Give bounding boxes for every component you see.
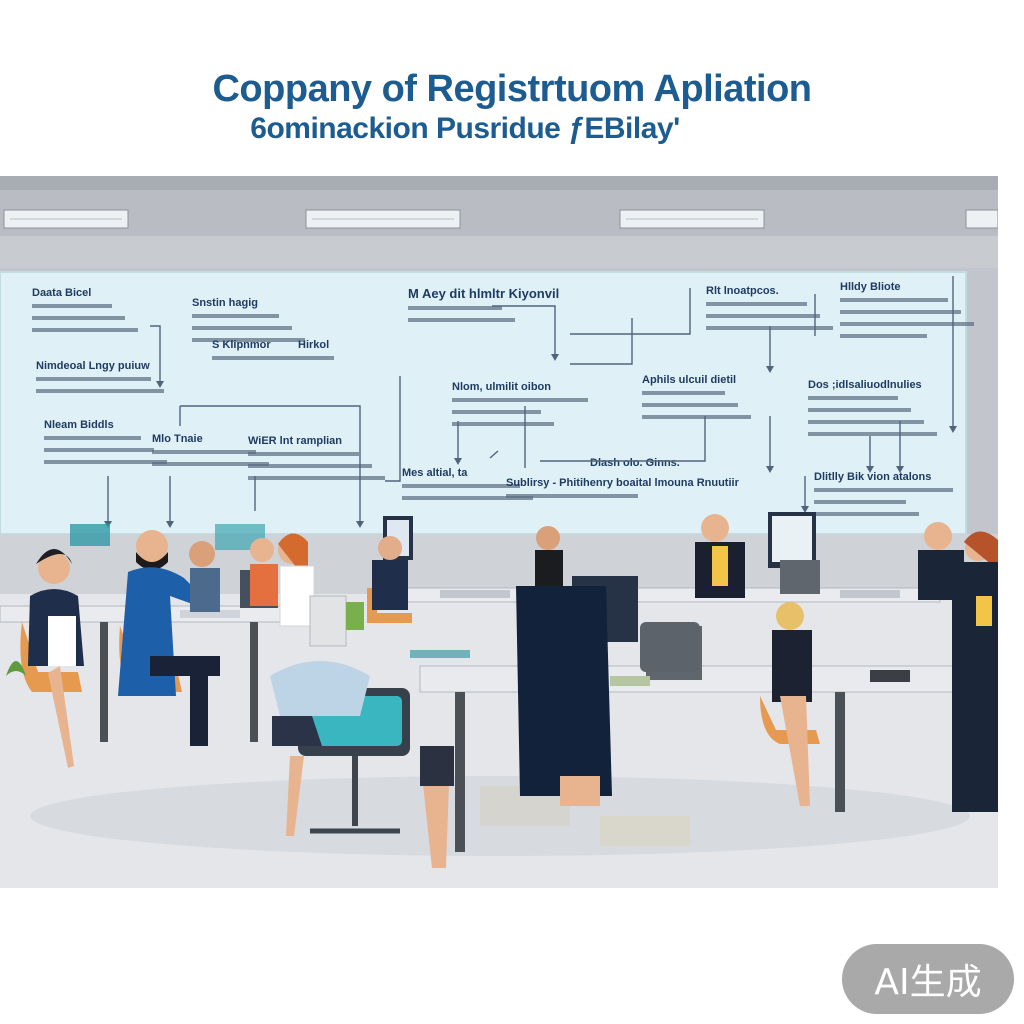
whiteboard-scribble-line [44, 448, 154, 452]
whiteboard-scribble-line [32, 304, 112, 308]
whiteboard-scribble-line [408, 318, 515, 322]
ceiling-lights [3, 209, 998, 229]
whiteboard-scribble-line [36, 389, 164, 393]
whiteboard-heading: Nimdeoal Lngy puiuw [36, 360, 150, 372]
whiteboard-scribble-line [402, 484, 520, 488]
whiteboard-scribble-line [44, 460, 167, 464]
whiteboard-scribble-line [192, 314, 279, 318]
standing-person-center [516, 586, 612, 796]
whiteboard-scribble-line [192, 326, 292, 330]
whiteboard-scribble-line [36, 377, 151, 381]
whiteboard-scribble-line [452, 410, 541, 414]
whiteboard-scribble-line [212, 356, 334, 360]
whiteboard-scribble-line [248, 452, 359, 456]
whiteboard-heading: Rlt lnoatpcos. [706, 285, 779, 297]
whiteboard-heading: Daata Bicel [32, 287, 91, 299]
whiteboard-scribble-line [808, 408, 911, 412]
whiteboard-scribble-line [32, 316, 125, 320]
ai-generated-badge: AI生成 [842, 944, 1014, 1014]
whiteboard-note: Aphils ulcuil dietil [642, 374, 751, 419]
whiteboard-note: Mes altial, ta [402, 467, 533, 500]
whiteboard-scribble-line [840, 322, 974, 326]
whiteboard-scribble-line [642, 391, 725, 395]
whiteboard-scribble-line [814, 512, 919, 516]
whiteboard-scribble-line [642, 415, 751, 419]
whiteboard-heading: Dlitlly Bik vion atalons [814, 471, 931, 483]
whiteboard-note: Dlitlly Bik vion atalons [814, 471, 953, 516]
whiteboard-heading: Dlash olo. Ginns. [590, 457, 680, 469]
whiteboard-scribble-line [808, 420, 924, 424]
whiteboard-heading: WiER lnt ramplian [248, 435, 342, 447]
whiteboard-scribble-line [44, 436, 141, 440]
whiteboard-heading: Hirkol [298, 339, 329, 351]
whiteboard-note: Mlo Tnaie [152, 433, 269, 466]
whiteboard-scribble-line [840, 334, 927, 338]
whiteboard-scribble-line [408, 306, 502, 310]
whiteboard-scribble-line [192, 338, 305, 342]
whiteboard-heading: Sublirsy - Phitihenry boaital lmouna Rnu… [506, 477, 740, 489]
whiteboard-note: Snstin hagig [192, 297, 305, 342]
whiteboard-scribble-line [452, 398, 588, 402]
whiteboard-scribble-line [840, 298, 948, 302]
whiteboard-note: Nimdeoal Lngy puiuw [36, 360, 164, 393]
headline-line-2: 6ominackion Pusridue ƒEBilay' [250, 112, 680, 145]
whiteboard-heading: Hlldy Bliote [840, 281, 901, 293]
whiteboard-scribble-line [402, 496, 533, 500]
whiteboard-note: Dlash olo. Ginns. [590, 457, 680, 469]
whiteboard-heading: M Aey dit hlmltr Kiyonvil [408, 286, 559, 301]
whiteboard-scribble-line [706, 314, 820, 318]
whiteboard-scribble-line [152, 462, 269, 466]
whiteboard-heading: S Klipnmor [212, 339, 271, 351]
headline-line-1: Coppany of Registrtuom Apliation [212, 68, 812, 110]
whiteboard-note: Dos ;idlsaliuodlnulies [808, 379, 937, 436]
whiteboard-note: Nlom, ulmilit oibon [452, 381, 588, 426]
flow-arrows [107, 276, 954, 521]
whiteboard-heading: Nleam Biddls [44, 419, 114, 431]
whiteboard-heading: Aphils ulcuil dietil [642, 374, 736, 386]
whiteboard-note: Hirkol [298, 339, 329, 351]
whiteboard-scribble-line [248, 476, 385, 480]
whiteboard-heading: Mes altial, ta [402, 467, 468, 479]
whiteboard-scribble-line [808, 432, 937, 436]
whiteboard-scribble-line [248, 464, 372, 468]
whiteboard-scribble-line [152, 450, 256, 454]
whiteboard-note: WiER lnt ramplian [248, 435, 385, 480]
whiteboard-note: Nleam Biddls [44, 419, 167, 464]
whiteboard-note: Hlldy Bliote [840, 281, 974, 338]
whiteboard-scribble-line [814, 500, 906, 504]
whiteboard-scribble-line [32, 328, 138, 332]
whiteboard-heading: Nlom, ulmilit oibon [452, 381, 551, 393]
whiteboard-note: Sublirsy - Phitihenry boaital lmouna Rnu… [506, 477, 740, 498]
whiteboard-scribble-line [840, 310, 961, 314]
whiteboard-scribble-line [506, 494, 638, 498]
whiteboard-note: Daata Bicel [32, 287, 138, 332]
whiteboard-scribble-line [642, 403, 738, 407]
whiteboard-scribble-line [452, 422, 554, 426]
whiteboard-scribble-line [814, 488, 953, 492]
office-workers [6, 514, 998, 868]
whiteboard-scribble-line [808, 396, 898, 400]
whiteboard-heading: Dos ;idlsaliuodlnulies [808, 379, 922, 391]
whiteboard-note: S Klipnmor [212, 339, 334, 360]
whiteboard-note: M Aey dit hlmltr Kiyonvil [408, 286, 559, 322]
whiteboard-scribble-line [706, 302, 807, 306]
whiteboard-heading: Mlo Tnaie [152, 433, 203, 445]
whiteboard-heading: Snstin hagig [192, 297, 258, 309]
